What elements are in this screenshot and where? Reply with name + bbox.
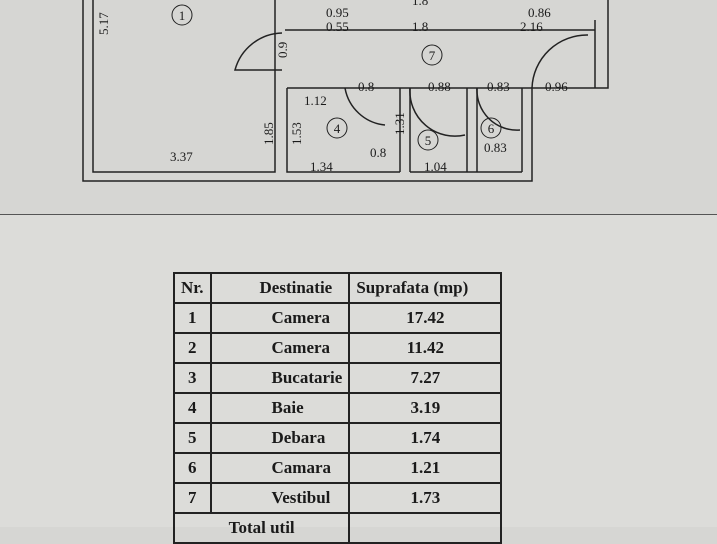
dim: 1.8 (412, 19, 428, 34)
room-label: 7 (429, 48, 436, 63)
cell-area: 11.42 (348, 332, 503, 364)
dim: 0.86 (528, 5, 551, 20)
room-label: 6 (488, 121, 495, 136)
cell-nr: 3 (173, 362, 212, 394)
cell-area: 3.19 (348, 392, 503, 424)
header-suprafata: Suprafata (mp) (348, 272, 503, 304)
cell-nr: 1 (173, 302, 212, 334)
cell-dest: Camera (209, 332, 351, 364)
dim: 0.55 (326, 19, 349, 34)
cell-area: 1.74 (348, 422, 503, 454)
dim: 0.83 (484, 140, 507, 155)
dim: 2.16 (520, 19, 543, 34)
cell-nr: 2 (173, 332, 212, 364)
cell-dest: Bucatarie (209, 362, 351, 394)
cell-area: 17.42 (348, 302, 503, 334)
room-label: 5 (425, 133, 432, 148)
cell-area: 1.73 (348, 482, 503, 514)
cell-dest: Camara (209, 452, 351, 484)
page-divider (0, 214, 717, 215)
cell-dest: Debara (209, 422, 351, 454)
dim: 5.17 (96, 12, 111, 35)
cell-nr: 4 (173, 392, 212, 424)
dim: 0.8 (370, 145, 386, 160)
floor-plan: 1 7 4 5 6 5.17 0.95 0.55 1.8 1.8 0.86 2.… (82, 0, 609, 182)
dim: 1.31 (392, 112, 407, 135)
room-label: 4 (334, 121, 341, 136)
cell-dest: Baie (209, 392, 351, 424)
dim: 1.8 (412, 0, 428, 8)
dim: 1.85 (261, 122, 276, 145)
table-total-row: Total util (172, 512, 503, 544)
dim: 3.37 (170, 149, 193, 164)
cell-dest: Camera (209, 302, 351, 334)
dim: 1.34 (310, 159, 333, 174)
header-destinatie: Destinatie (209, 272, 351, 304)
dim: 0.96 (545, 79, 568, 94)
dim: 1.04 (424, 159, 447, 174)
table-header: Nr. Destinatie Suprafata (mp) (173, 272, 503, 304)
dim: 1.12 (304, 93, 327, 108)
total-label: Total util (172, 512, 351, 544)
dim: 0.9 (275, 42, 290, 58)
cell-nr: 5 (173, 422, 212, 454)
dim: 1.53 (289, 122, 304, 145)
cell-nr: 7 (173, 482, 212, 514)
cell-dest: Vestibul (209, 482, 351, 514)
header-nr: Nr. (173, 272, 212, 304)
dimension-labels: 5.17 0.95 0.55 1.8 1.8 0.86 2.16 0.9 0.8… (96, 0, 568, 174)
dim: 0.83 (487, 79, 510, 94)
dim: 0.8 (358, 79, 374, 94)
cell-area: 7.27 (348, 362, 503, 394)
dim: 0.95 (326, 5, 349, 20)
cell-nr: 6 (173, 452, 212, 484)
cell-area: 1.21 (348, 452, 503, 484)
total-area (348, 512, 503, 544)
room-label: 1 (179, 8, 186, 23)
dim: 0.88 (428, 79, 451, 94)
